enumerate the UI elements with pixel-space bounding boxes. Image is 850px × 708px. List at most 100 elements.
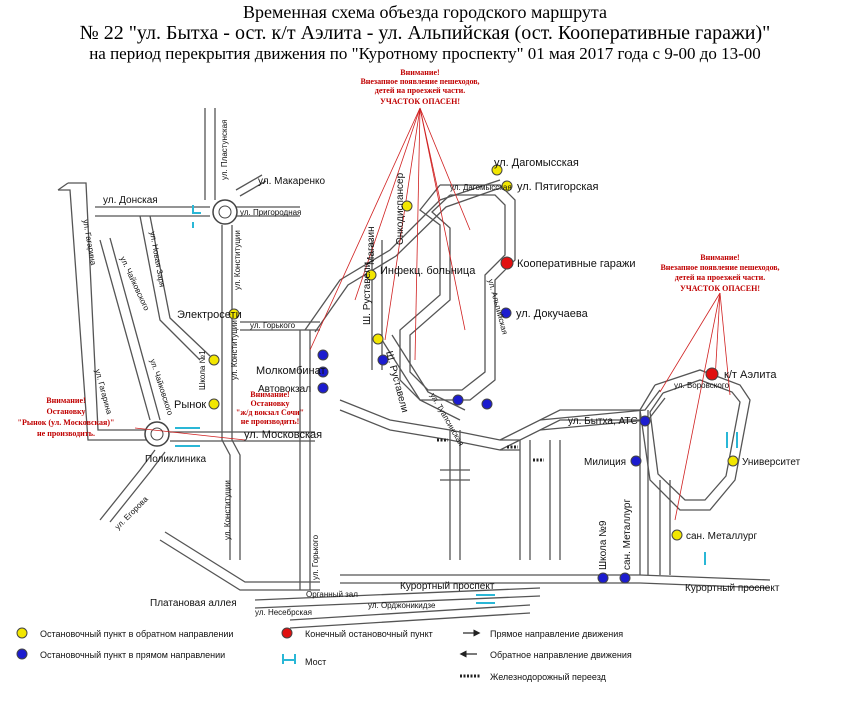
stop-kooperativnye (500, 256, 514, 270)
label-rustaveli-1: Ш. Руставели (362, 262, 373, 325)
label-dagomysskaya: ул. Дагомысская (494, 157, 579, 169)
stop-molkombinat (317, 349, 329, 361)
stop-militsiya (630, 455, 642, 467)
warning-center-line-4: не производить! (241, 417, 300, 426)
stop-elektroseti (228, 308, 240, 320)
label-infekc: Инфекц. больница (380, 265, 476, 277)
stop-tuapsinskaya (452, 394, 464, 406)
stop-school1 (208, 354, 220, 366)
label-plastunskaya: ул. Пластунская (220, 120, 229, 180)
street-labels: ул. Пластунская ул. Макаренко ул. Донска… (81, 120, 780, 617)
label-platanovaya: Платановая аллея (150, 598, 237, 609)
legend-red: Конечный остановочный пункт (305, 629, 433, 639)
label-rynok: Рынок (174, 399, 206, 411)
label-poliklinika: Поликлиника (145, 454, 207, 465)
legend-reverse: Обратное направление движения (490, 650, 632, 660)
warning-left-line-3: "Рынок (ул. Московская)" (18, 418, 115, 427)
warning-right: Внимание! Внезапное появление пешеходов,… (660, 253, 779, 293)
legend-red-icon (281, 627, 293, 639)
warning-right-line-2: Внезапное появление пешеходов, (660, 263, 779, 272)
label-alpiyskaya: ул. Альпийская (486, 278, 509, 335)
stop-avtovokzal-2 (317, 382, 329, 394)
label-universitet: Университет (742, 457, 801, 468)
rail-crossings (437, 438, 544, 462)
stop-labels: ул. Дагомысская ул. Пятигорская Кооперат… (145, 157, 801, 570)
label-moskovskaya: ул. Московская (244, 429, 322, 441)
stop-rynok (208, 398, 220, 410)
legend-blue: Остановочный пункт в прямом направлении (40, 650, 225, 660)
stop-aelita (705, 367, 719, 381)
label-egorova: ул. Егорова (113, 494, 150, 531)
legend-yellow: Остановочный пункт в обратном направлени… (40, 629, 233, 639)
label-konstitutsii-3: ул. Конституции (223, 480, 232, 540)
stop-magazin (372, 333, 384, 345)
warning-right-line-4: УЧАСТОК ОПАСЕН! (680, 284, 760, 293)
title-line-3: на период перекрытия движения по "Куротн… (89, 44, 761, 63)
label-kooperativnye: Кооперативные гаражи (517, 258, 636, 270)
title-line-1: Временная схема объезда городского маршр… (243, 2, 607, 22)
warning-left-line-4: не производить. (37, 429, 95, 438)
label-san-metallurg-v: сан. Металлург (622, 499, 633, 570)
stop-dokuchaeva (500, 307, 512, 319)
stop-dagomysskaya (491, 164, 503, 176)
label-kurortny-2: Курортный проспект (685, 583, 780, 594)
warning-right-line-1: Внимание! (700, 253, 739, 262)
warning-center-line-1: Внимание! (250, 390, 289, 399)
label-dokuchaeva: ул. Докучаева (516, 308, 589, 320)
stop-san-metallurg-v (619, 572, 631, 584)
warning-left-line-2: Остановку (46, 407, 85, 416)
label-makarenko: ул. Макаренко (258, 176, 325, 187)
label-school9: Школа №9 (598, 520, 609, 570)
warning-right-line-3: детей на проезжей части. (675, 273, 765, 282)
stop-avtovokzal (317, 366, 329, 378)
label-organny: Органный зал (306, 590, 358, 599)
warning-leader-lines (134, 107, 731, 521)
warning-top-line-3: детей на проезжей части. (375, 86, 465, 95)
warning-top-line-1: Внимание! (400, 68, 439, 77)
stop-oncodispanser (401, 200, 413, 212)
stop-bytkha-ats (639, 415, 651, 427)
label-gorkogo: ул. Горького (250, 321, 296, 330)
label-kurortny-1: Курортный проспект (400, 581, 495, 592)
legend-rail: Железнодорожный переезд (490, 672, 607, 682)
warning-top-line-2: Внезапное появление пешеходов, (360, 77, 479, 86)
label-oncodispanser: Онкодиспансер (395, 172, 406, 245)
road-network (57, 108, 771, 629)
label-bytkha-ats: ул. Бытха, АТС (568, 416, 638, 427)
bridges (175, 205, 738, 604)
label-dagomysskaya-st: ул. Дагомысская (450, 183, 512, 192)
stop-san-metallurg (671, 529, 683, 541)
label-avtovokzal: Автовокзал (258, 384, 311, 395)
label-novaya-zarya: ул. Новая Заря (148, 231, 167, 288)
label-gagarina: ул. Гагарина (81, 219, 98, 267)
label-rustaveli-2: Ш. Руставели (383, 350, 410, 414)
stop-tuapsinskaya-2 (481, 398, 493, 410)
roundabout-moskovskaya (144, 421, 170, 447)
warning-top: Внимание! Внезапное появление пешеходов,… (360, 68, 479, 106)
label-chaykovskogo-2: ул. Чайковского (148, 358, 175, 417)
label-magazin: Магазин (366, 226, 377, 265)
warning-center: Внимание! Остановку "ж/д вокзал Сочи" не… (236, 390, 304, 426)
warning-top-line-4: УЧАСТОК ОПАСЕН! (380, 97, 460, 106)
label-militsiya: Милиция (584, 457, 626, 468)
legend-bridge: Мост (305, 657, 326, 667)
legend: Остановочный пункт в обратном направлени… (16, 627, 632, 682)
label-ordzhonikidze: ул. Орджоникидзе (368, 601, 436, 610)
stop-infekc (365, 269, 377, 281)
label-donskaya: ул. Донская (103, 195, 158, 206)
label-san-metallurg: сан. Металлург (686, 531, 757, 542)
label-nesebrskaya: ул. Несебрская (255, 608, 312, 617)
label-konstitutsii: ул. Конституции (233, 230, 242, 290)
label-prigorodnaya: ул. Пригородная (240, 208, 301, 217)
label-konstitutsii-2: ул. Конституции (230, 320, 239, 380)
label-aelita: к/т Аэлита (724, 369, 777, 381)
label-gorkogo-v: ул. Горького (311, 534, 320, 580)
label-molkombinat: Молкомбинат (256, 365, 326, 377)
stop-school9 (597, 572, 609, 584)
warning-left-line-1: Внимание! (46, 396, 85, 405)
legend-blue-icon (16, 648, 28, 660)
label-vorovskogo: ул. Воровского (674, 381, 730, 390)
stops (208, 164, 739, 584)
